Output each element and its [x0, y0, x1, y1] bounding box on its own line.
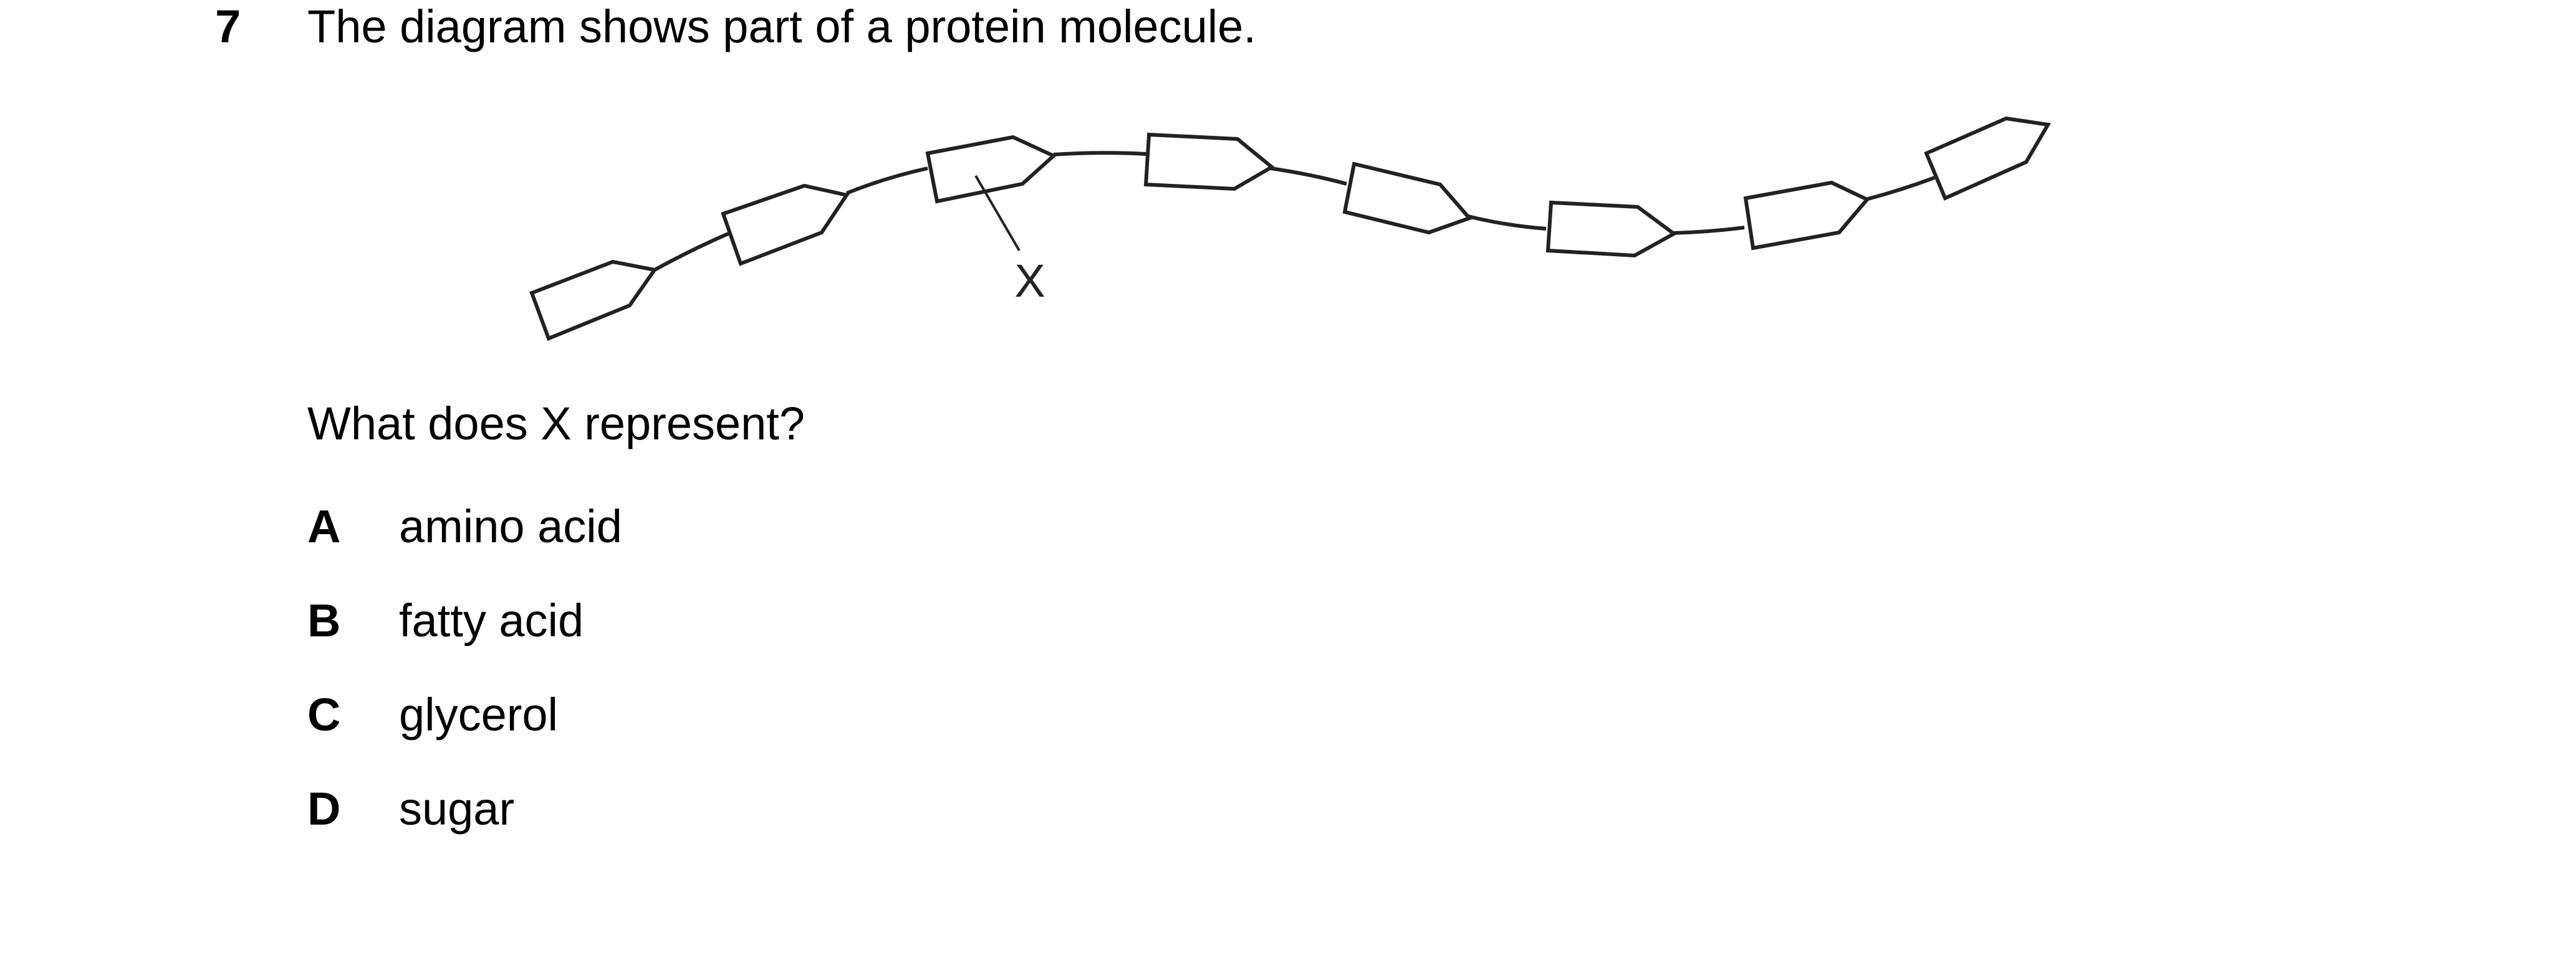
subunit-7	[1743, 180, 1870, 251]
option-text: fatty acid	[399, 595, 584, 646]
option-b[interactable]: B fatty acid	[307, 598, 1055, 654]
subunit-5	[1342, 161, 1473, 235]
option-c[interactable]: C glycerol	[307, 692, 1055, 748]
peptide-bonds	[653, 151, 1936, 272]
option-letter: C	[307, 689, 341, 740]
subunits	[529, 116, 2051, 341]
subunit-8	[1924, 116, 2051, 201]
subunit-2	[721, 183, 850, 266]
question-prompt: What does X represent?	[307, 398, 805, 449]
option-text: amino acid	[399, 500, 622, 552]
option-letter: B	[307, 595, 341, 646]
subunit-3	[925, 135, 1057, 204]
protein-chain-diagram: X	[529, 116, 2051, 341]
option-d[interactable]: D sugar	[307, 786, 1055, 842]
option-text: glycerol	[399, 689, 558, 740]
option-letter: A	[307, 500, 341, 552]
subunit-1	[529, 259, 658, 341]
question-number: 7	[215, 1, 241, 52]
question-stem: The diagram shows part of a protein mole…	[307, 1, 1256, 52]
label-x: X	[1014, 255, 1045, 307]
subunit-6	[1545, 200, 1678, 258]
option-a[interactable]: A amino acid	[307, 504, 1055, 560]
subunit-4	[1143, 132, 1276, 191]
label-x-pointer	[974, 175, 1021, 252]
option-letter: D	[307, 783, 341, 835]
option-text: sugar	[399, 783, 515, 835]
